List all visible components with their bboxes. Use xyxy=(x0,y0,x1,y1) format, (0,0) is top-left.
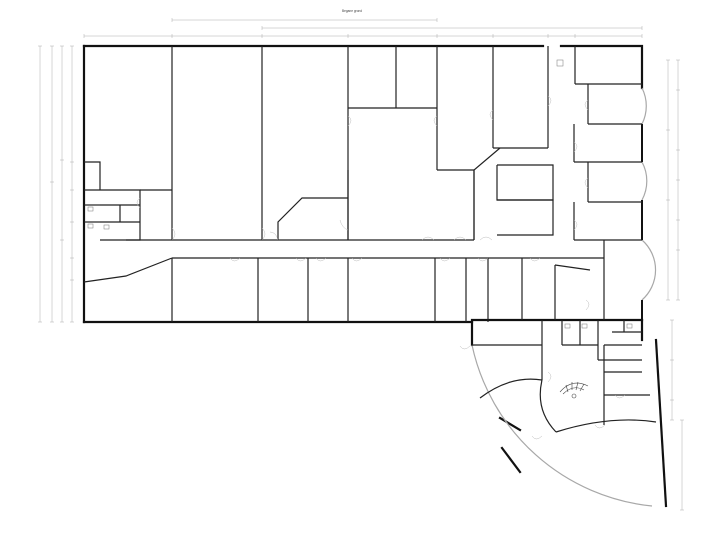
interior-walls xyxy=(83,46,657,433)
dimension-ticks-left xyxy=(38,45,74,323)
plan-title: Begane grond xyxy=(342,9,362,13)
fixtures xyxy=(87,59,633,329)
dimension-ticks-top xyxy=(83,18,643,38)
bay-windows xyxy=(641,87,657,301)
exterior-walls xyxy=(82,44,668,508)
rotunda-arc xyxy=(471,344,653,507)
dimension-lines-top xyxy=(84,19,642,37)
spiral-staircase xyxy=(559,381,589,399)
dimension-ticks-right xyxy=(666,59,684,511)
door-swings xyxy=(136,95,626,440)
dimension-lines-left xyxy=(39,46,73,322)
dimension-lines-right xyxy=(667,60,683,510)
